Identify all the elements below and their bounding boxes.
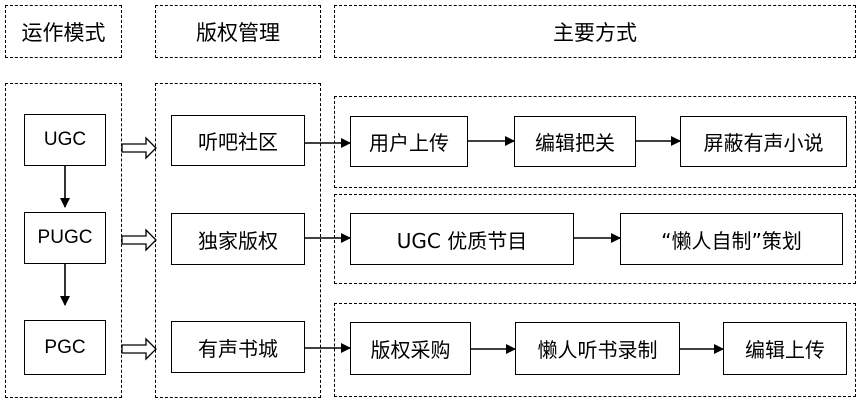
mode-pugc-label: PUGC <box>37 227 93 248</box>
row2-step-quality-programs-label: UGC 优质节目 <box>396 228 528 253</box>
channel-bookstore: 有声书城 <box>171 321 305 373</box>
row3-step-copyright-purchase-label: 版权采购 <box>370 338 451 362</box>
channel-community-label: 听吧社区 <box>198 130 278 154</box>
hollow-arrow-1-icon <box>121 136 157 160</box>
row1-step-editor-review-label: 编辑把关 <box>535 131 615 155</box>
hollow-arrow-2-icon <box>121 228 157 252</box>
row3-step-copyright-purchase: 版权采购 <box>350 322 471 375</box>
hollow-arrow-3-icon <box>121 337 157 361</box>
mode-pgc-label: PGC <box>44 336 86 358</box>
row1-step-user-upload: 用户上传 <box>350 116 468 167</box>
mode-ugc: UGC <box>24 114 106 166</box>
row2-step-quality-programs: UGC 优质节目 <box>350 213 574 265</box>
method-row-3 <box>334 303 856 397</box>
row1-step-block-novels: 屏蔽有声小说 <box>680 116 847 167</box>
row1-step-block-novels-label: 屏蔽有声小说 <box>703 131 824 155</box>
channel-exclusive-label: 独家版权 <box>198 228 278 253</box>
row2-step-self-made-planning: “懒人自制”策划 <box>620 213 843 265</box>
header-operation-mode-label: 运作模式 <box>21 20 106 45</box>
mode-ugc-label: UGC <box>43 129 87 150</box>
row3-step-editor-upload-label: 编辑上传 <box>745 338 825 362</box>
header-copyright-management-label: 版权管理 <box>196 20 280 45</box>
copyright-column <box>155 83 321 398</box>
header-operation-mode: 运作模式 <box>5 5 122 58</box>
channel-community: 听吧社区 <box>171 115 305 166</box>
row3-step-editor-upload: 编辑上传 <box>723 322 847 375</box>
method-row-1 <box>334 96 856 188</box>
row1-step-editor-review: 编辑把关 <box>514 116 636 167</box>
method-row-2 <box>334 194 856 284</box>
header-main-method: 主要方式 <box>334 5 856 58</box>
header-main-method-label: 主要方式 <box>553 20 637 45</box>
mode-pgc: PGC <box>24 320 106 375</box>
row3-step-lazy-recording: 懒人听书录制 <box>515 322 680 375</box>
row3-step-lazy-recording-label: 懒人听书录制 <box>537 338 658 362</box>
header-copyright-management: 版权管理 <box>155 5 321 58</box>
row2-step-self-made-planning-label: “懒人自制”策划 <box>661 228 802 253</box>
row1-step-user-upload-label: 用户上传 <box>369 131 449 155</box>
channel-bookstore-label: 有声书城 <box>198 336 278 361</box>
mode-pugc: PUGC <box>24 212 106 264</box>
channel-exclusive: 独家版权 <box>171 213 305 265</box>
mode-column <box>5 83 122 398</box>
